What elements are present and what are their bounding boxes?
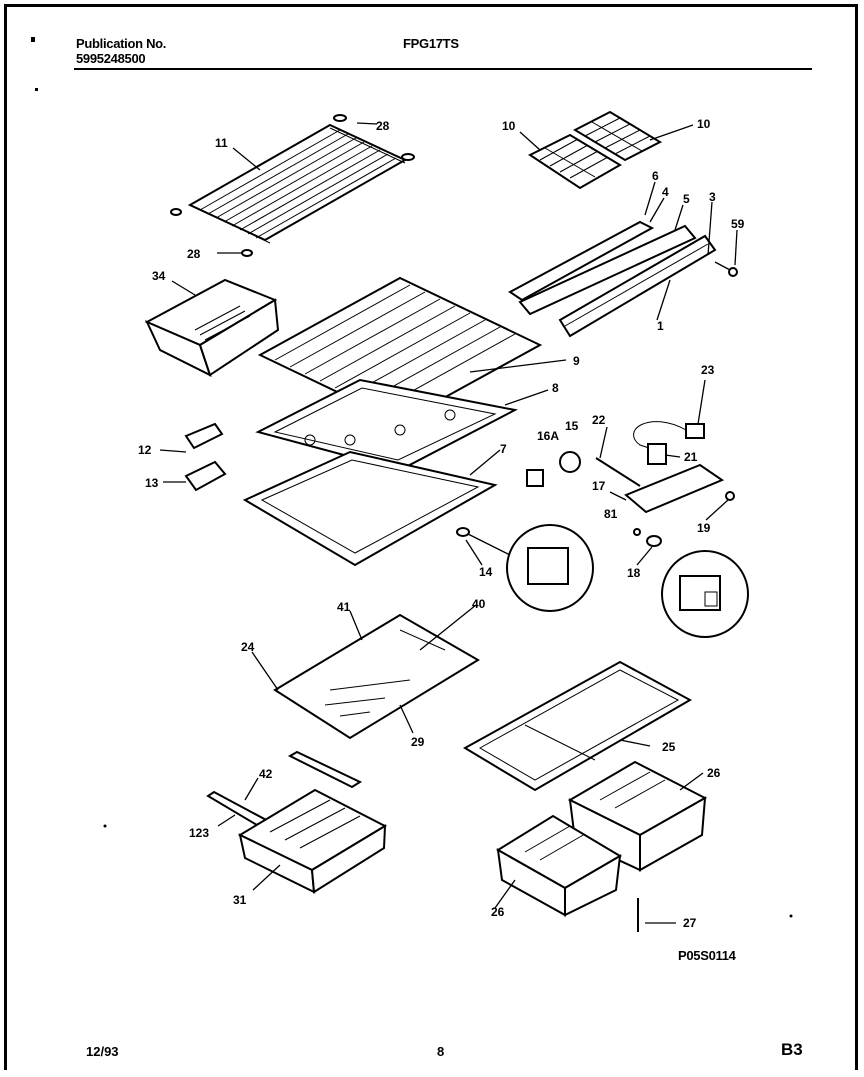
callout-81: 81 xyxy=(604,507,618,521)
control-housing-part xyxy=(595,421,735,547)
bracket-part xyxy=(184,422,227,492)
crisper-drawer-left xyxy=(237,788,388,894)
footer-date: 12/93 xyxy=(86,1044,119,1059)
callout-15: 15 xyxy=(565,419,579,433)
callout-1: 1 xyxy=(657,319,664,333)
page-frame xyxy=(4,4,858,1070)
callout-12: 12 xyxy=(138,443,152,457)
crisper-drawer-middle xyxy=(496,814,622,917)
callout-23: 23 xyxy=(701,363,715,377)
callout-29: 29 xyxy=(411,735,425,749)
callout-27: 27 xyxy=(683,916,697,930)
footer-section-id: B3 xyxy=(781,1040,803,1059)
callout-19: 19 xyxy=(697,521,711,535)
callout-41: 41 xyxy=(337,600,351,614)
callout-labels: 11 28 28 10 10 6 4 5 3 59 1 34 9 8 12 13… xyxy=(138,117,745,930)
callout-25: 25 xyxy=(662,740,676,754)
publication-label: Publication No. xyxy=(76,36,167,51)
callout-7: 7 xyxy=(500,442,507,456)
wire-shelf-part xyxy=(170,114,415,257)
callout-40: 40 xyxy=(472,597,486,611)
shelf-rail-part xyxy=(508,220,738,338)
header-rule xyxy=(74,68,812,70)
light-socket-part xyxy=(526,451,581,487)
callout-5: 5 xyxy=(683,192,690,206)
shelf-frame-part xyxy=(255,378,519,472)
storage-bin-part xyxy=(144,278,280,377)
model-number: FPG17TS xyxy=(403,36,459,51)
callout-31: 31 xyxy=(233,893,247,907)
ice-tray-part xyxy=(528,110,663,190)
callout-26-right: 26 xyxy=(707,766,721,780)
diagram-code: P05S0114 xyxy=(678,948,736,963)
callout-18: 18 xyxy=(627,566,641,580)
detail-circle-14 xyxy=(456,524,594,612)
footer-page-number: 8 xyxy=(437,1044,445,1059)
callout-59: 59 xyxy=(731,217,745,231)
glass-shelf-part xyxy=(273,613,480,740)
callout-8: 8 xyxy=(552,381,559,395)
detail-circle-19 xyxy=(661,550,749,638)
callout-28-bottom: 28 xyxy=(187,247,201,261)
callout-6: 6 xyxy=(652,169,659,183)
margin-dot xyxy=(789,914,793,918)
crisper-frame-part xyxy=(462,660,693,792)
callout-26-bottom: 26 xyxy=(491,905,505,919)
callout-34: 34 xyxy=(152,269,166,283)
leader-lines xyxy=(159,122,738,924)
crisper-drawer-right xyxy=(567,760,708,872)
bottom-frame-part xyxy=(242,450,498,567)
callout-3: 3 xyxy=(709,190,716,204)
publication-number: 5995248500 xyxy=(76,51,146,66)
margin-dot xyxy=(103,824,107,828)
callout-22: 22 xyxy=(592,413,606,427)
margin-mark xyxy=(35,88,38,91)
callout-123: 123 xyxy=(189,826,209,840)
callout-11: 11 xyxy=(215,136,228,150)
margin-mark xyxy=(31,37,35,42)
callout-42: 42 xyxy=(259,767,273,781)
callout-9: 9 xyxy=(573,354,580,368)
callout-17: 17 xyxy=(592,479,606,493)
callout-14: 14 xyxy=(479,565,493,579)
callout-10-left: 10 xyxy=(502,119,516,133)
callout-10-right: 10 xyxy=(697,117,711,131)
callout-13: 13 xyxy=(145,476,159,490)
callout-4: 4 xyxy=(662,185,669,199)
callout-21: 21 xyxy=(684,450,698,464)
callout-28-top: 28 xyxy=(376,119,390,133)
callout-24: 24 xyxy=(241,640,255,654)
callout-16a: 16A xyxy=(537,429,559,443)
